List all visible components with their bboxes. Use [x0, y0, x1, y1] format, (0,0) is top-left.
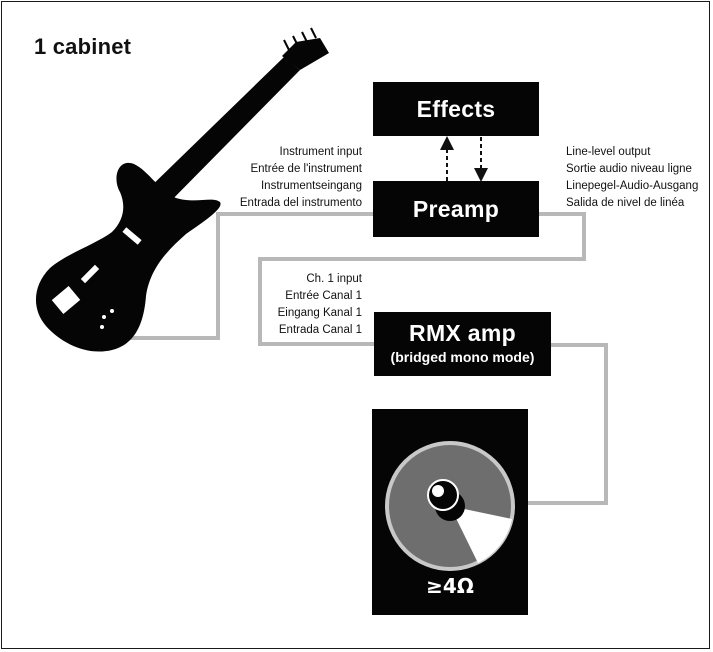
label-line: Entrée de l'instrument	[250, 163, 362, 175]
ch1-input-label: Ch. 1 input Entrée Canal 1 Eingang Kanal…	[278, 271, 362, 339]
guitar-pickup-neck	[122, 227, 142, 245]
label-line: Ch. 1 input	[306, 273, 362, 285]
guitar-knob-1	[102, 315, 106, 319]
label-line: Entrada Canal 1	[278, 324, 362, 336]
effects-return-arrowhead	[474, 168, 488, 182]
guitar-knob-2	[110, 309, 114, 313]
effects-send-arrowhead	[440, 136, 454, 150]
label-line: Entrada del instrumento	[239, 197, 362, 209]
guitar-pickup-bridge	[80, 264, 100, 284]
label-line: Instrument input	[279, 146, 362, 158]
speaker-dust-cap-ring	[427, 479, 459, 511]
preamp-label: Preamp	[412, 195, 500, 222]
speaker-dust-cap-shine	[432, 485, 444, 497]
line-level-output-label: Line-level output Sortie audio niveau li…	[566, 144, 698, 212]
effects-label: Effects	[416, 95, 496, 122]
diagram-title: 1 cabinet	[34, 34, 132, 59]
label-line: Entrée Canal 1	[285, 290, 362, 302]
rmx-amp-mode-label: (bridged mono mode)	[390, 349, 535, 366]
rmx-amp-box: RMX amp (bridged mono mode)	[374, 312, 551, 376]
cable-preamp-to-amp	[258, 212, 586, 346]
label-line: Linepegel-Audio-Ausgang	[566, 180, 699, 192]
label-line: Sortie audio niveau ligne	[566, 163, 692, 175]
label-line: Line-level output	[566, 146, 651, 158]
cable-amp-to-speaker	[519, 343, 608, 505]
guitar-neck	[141, 57, 300, 212]
guitar-knob-3	[100, 325, 104, 329]
guitar-body	[35, 162, 221, 352]
cable-guitar-to-preamp	[92, 212, 373, 340]
preamp-box: Preamp	[373, 181, 539, 237]
guitar-bridge-plate	[51, 286, 81, 314]
speaker-cabinet	[372, 409, 528, 615]
label-line: Eingang Kanal 1	[277, 307, 362, 319]
instrument-input-label: Instrument input Entrée de l'instrument …	[240, 144, 362, 212]
guitar-headstock	[282, 38, 329, 70]
label-line: Salida de nivel de linéa	[566, 197, 685, 209]
speaker-highlight	[450, 506, 512, 563]
rmx-amp-label: RMX amp	[409, 320, 516, 347]
speaker-impedance-label: ≥4Ω	[426, 574, 474, 598]
speaker-icon	[385, 441, 515, 571]
label-line: Instrumentseingang	[260, 180, 362, 192]
effects-box: Effects	[373, 82, 539, 136]
